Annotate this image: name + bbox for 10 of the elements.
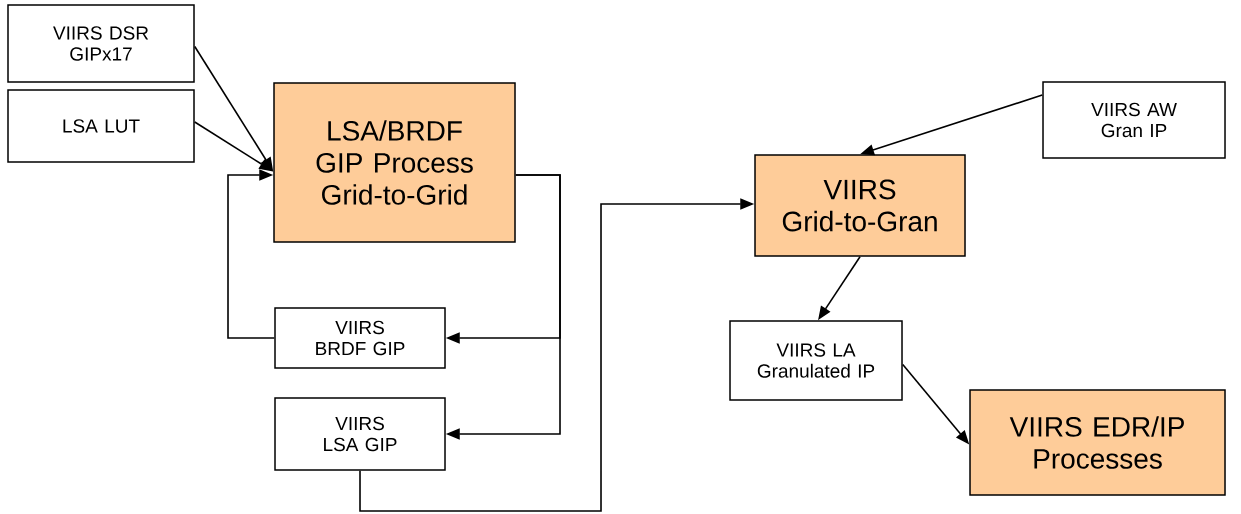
process-box: VIIRS Grid-to-Gran [754, 154, 966, 257]
data-box: LSA LUT [7, 89, 195, 163]
data-box: VIIRS LA Granulated IP [729, 320, 903, 401]
data-box: VIIRS LSA GIP [274, 397, 446, 471]
process-box: LSA/BRDF GIP Process Grid-to-Grid [273, 82, 516, 243]
arrow [227, 169, 276, 339]
data-box: VIIRS DSR GIPx17 [7, 4, 195, 83]
data-box: VIIRS AW Gran IP [1042, 81, 1226, 159]
process-box: VIIRS EDR/IP Processes [969, 389, 1226, 496]
data-box: VIIRS BRDF GIP [274, 307, 446, 369]
